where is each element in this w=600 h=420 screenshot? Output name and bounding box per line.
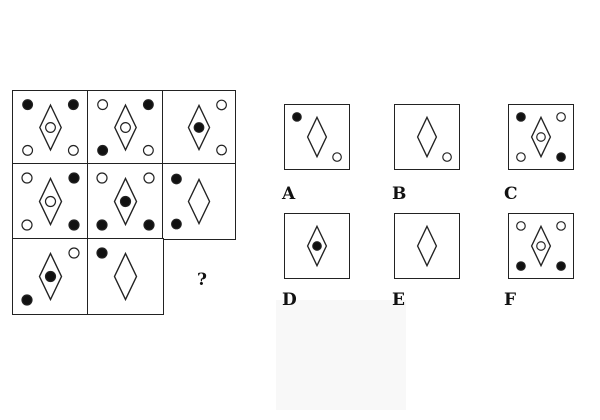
diamond-shape: [38, 251, 63, 302]
black-dot-bl: [516, 261, 526, 271]
black-dot-tl: [171, 173, 182, 185]
grid-cell-r2c3: [162, 163, 236, 240]
diamond-shape: [416, 224, 438, 268]
white-dot-tr: [143, 172, 155, 184]
diamond-shape: [416, 115, 438, 159]
option-f-label[interactable]: F: [504, 290, 517, 310]
option-d-figure[interactable]: [284, 213, 350, 279]
black-dot-tl: [292, 112, 302, 122]
grid-cell-r3c1: [12, 238, 89, 315]
white-dot-tr: [68, 247, 80, 259]
black-dot-tr: [67, 99, 79, 111]
option-c-label[interactable]: C: [504, 184, 518, 204]
option-d-label[interactable]: D: [282, 290, 297, 310]
black-dot-bl: [171, 218, 182, 230]
black-dot-center: [312, 241, 322, 251]
option-a-figure[interactable]: [284, 104, 350, 170]
option-b-label[interactable]: B: [392, 184, 407, 204]
black-dot-br: [556, 261, 566, 271]
white-dot-bl: [22, 144, 34, 156]
diamond-shape: [306, 115, 328, 159]
black-dot-tl: [516, 112, 526, 122]
white-dot-tr: [556, 221, 566, 231]
diamond-shape: [306, 224, 328, 268]
diamond-shape: [530, 224, 552, 268]
black-dot-tr: [68, 172, 80, 184]
black-dot-br: [143, 219, 155, 231]
option-b-figure[interactable]: [394, 104, 460, 170]
grid-cell-r1c1: [12, 90, 89, 165]
black-dot-center: [44, 270, 57, 283]
diamond-shape: [187, 177, 211, 226]
white-dot-br: [142, 144, 154, 156]
black-dot-bl: [97, 144, 109, 156]
white-dot-tr: [556, 112, 566, 122]
option-e-figure[interactable]: [394, 213, 460, 279]
diamond-shape: [187, 103, 211, 152]
grid-cell-r2c1: [12, 163, 89, 240]
white-dot-tl: [97, 99, 109, 111]
option-e-label[interactable]: E: [392, 290, 405, 310]
white-dot-tr: [216, 99, 227, 111]
diamond-shape: [113, 251, 138, 302]
white-dot-center: [536, 241, 546, 251]
black-dot-center: [119, 195, 132, 208]
diamond-shape: [114, 103, 137, 152]
white-dot-br: [67, 144, 79, 156]
grid-cell-r2c2: [87, 163, 164, 240]
missing-cell-question-mark: ?: [197, 270, 207, 290]
black-dot-bl: [96, 219, 108, 231]
white-dot-tl: [516, 221, 526, 231]
black-dot-tl: [96, 247, 108, 259]
white-dot-br: [332, 152, 342, 162]
grid-cell-r3c2: [87, 238, 164, 315]
diamond-shape: [113, 176, 138, 227]
black-dot-center: [193, 122, 205, 133]
grid-cell-r1c2: [87, 90, 164, 165]
black-dot-br: [68, 219, 80, 231]
option-a-label[interactable]: A: [282, 184, 296, 204]
white-dot-tl: [21, 172, 33, 184]
puzzle-grid: [12, 90, 236, 315]
black-dot-br: [556, 152, 566, 162]
black-dot-tl: [22, 99, 34, 111]
white-dot-br: [442, 152, 452, 162]
grid-cell-r1c3: [162, 90, 236, 165]
diamond-shape: [38, 176, 63, 227]
black-dot-bl: [21, 294, 33, 306]
white-dot-center: [536, 132, 546, 142]
diamond-shape: [530, 115, 552, 159]
white-dot-center: [120, 122, 131, 133]
option-f-figure[interactable]: [508, 213, 574, 279]
background-panel: [276, 300, 406, 410]
white-dot-center: [45, 122, 56, 133]
white-dot-br: [216, 144, 227, 156]
option-c-figure[interactable]: [508, 104, 574, 170]
white-dot-center: [44, 195, 57, 208]
white-dot-bl: [516, 152, 526, 162]
black-dot-tr: [142, 99, 154, 111]
white-dot-bl: [21, 219, 33, 231]
diamond-shape: [39, 103, 62, 152]
white-dot-tl: [96, 172, 108, 184]
